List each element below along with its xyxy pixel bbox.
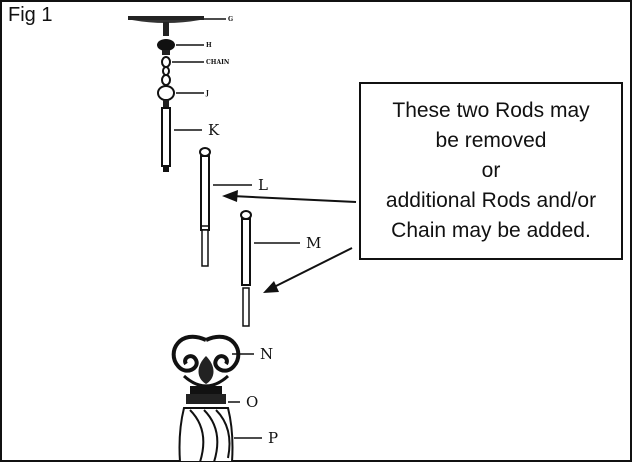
callout-note-box: These two Rods may be removed or additio… [359, 82, 623, 260]
rod-m [240, 210, 252, 327]
collar-o [186, 386, 226, 404]
rod-k [161, 107, 171, 172]
note-line: Chain may be added. [391, 219, 591, 242]
label-g: G [228, 16, 233, 23]
ornamental-scroll-n [171, 334, 241, 388]
callout-arrow-to-rod-m [263, 247, 353, 293]
label-h: H [206, 42, 212, 49]
figure-label: Fig 1 [8, 4, 53, 26]
loop-coupling [157, 85, 175, 108]
twisted-body-p [178, 407, 234, 462]
callout-arrow-to-rod-l [222, 190, 357, 203]
note-line: be removed [435, 129, 547, 152]
note-line: additional Rods and/or [385, 189, 597, 212]
canopy [128, 16, 204, 23]
canopy-hardware [157, 22, 175, 55]
note-line: These two Rods may [392, 99, 590, 122]
label-o: O [246, 393, 258, 411]
note-line: or [481, 159, 501, 182]
label-j: J [205, 90, 209, 97]
label-p: P [268, 429, 278, 447]
label-n: N [260, 345, 273, 363]
label-l: L [258, 176, 268, 194]
chain [161, 56, 171, 86]
label-chain: CHAIN [206, 59, 230, 66]
label-m: M [306, 234, 321, 252]
rod-l [199, 147, 211, 267]
label-k: K [208, 121, 220, 139]
